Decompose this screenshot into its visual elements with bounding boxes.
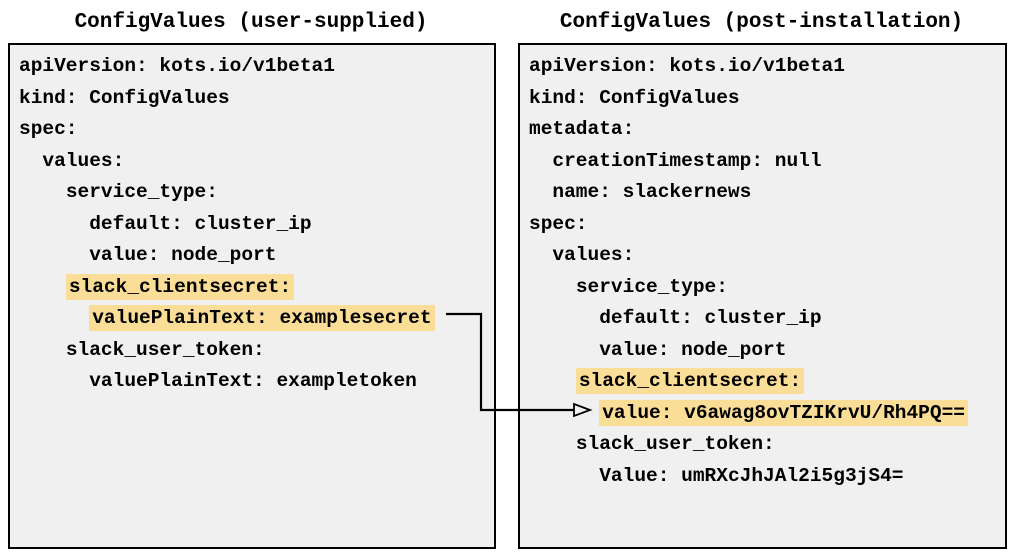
- code-text: name: slackernews: [552, 181, 752, 203]
- code-line: slack_clientsecret:: [19, 272, 494, 304]
- code-indent: [529, 433, 576, 455]
- code-line: slack_clientsecret:: [529, 366, 1005, 398]
- code-text: default: cluster_ip: [89, 212, 312, 235]
- code-text: kind: ConfigValues: [529, 86, 740, 109]
- code-indent: [19, 244, 89, 266]
- code-text: value: node_port: [599, 338, 787, 361]
- code-text: slack_user_token:: [65, 338, 265, 361]
- code-line: value: v6awag8ovTZIKrvU/Rh4PQ==: [529, 398, 1005, 430]
- code-text: slack_user_token:: [575, 433, 775, 455]
- code-line: valuePlainText: examplesecret: [19, 303, 494, 335]
- code-line: default: cluster_ip: [529, 303, 1005, 335]
- code-text-highlighted: slack_clientsecret:: [575, 368, 805, 394]
- code-indent: [19, 150, 42, 172]
- code-text-highlighted: slack_clientsecret:: [65, 273, 295, 300]
- code-indent: [19, 276, 66, 298]
- code-indent: [529, 276, 576, 298]
- code-line: values:: [529, 240, 1005, 272]
- code-line: kind: ConfigValues: [529, 83, 1005, 115]
- code-text: value: node_port: [89, 244, 277, 266]
- code-line: spec:: [19, 114, 494, 146]
- code-indent: [529, 307, 599, 329]
- left-panel-title: ConfigValues (user-supplied): [74, 11, 428, 34]
- code-indent: [529, 465, 599, 487]
- code-line: value: node_port: [529, 335, 1005, 367]
- code-indent: [19, 370, 89, 392]
- code-text: service_type:: [575, 275, 728, 298]
- code-indent: [19, 339, 66, 361]
- code-text: valuePlainText: exampletoken: [89, 370, 417, 392]
- code-line: value: node_port: [19, 240, 494, 272]
- code-text: default: cluster_ip: [599, 307, 822, 329]
- code-text: service_type:: [65, 181, 218, 203]
- code-indent: [529, 370, 576, 392]
- code-line: apiVersion: kots.io/v1beta1: [529, 51, 1005, 83]
- code-indent: [19, 307, 89, 329]
- code-line: name: slackernews: [529, 177, 1005, 209]
- code-indent: [529, 339, 599, 361]
- config-panel-post-installation: apiVersion: kots.io/v1beta1 kind: Config…: [518, 43, 1007, 549]
- code-text: Value: umRXcJhJAl2i5g3jS4=: [599, 464, 904, 487]
- code-text: kind: ConfigValues: [19, 86, 230, 109]
- code-line: slack_user_token:: [529, 429, 1005, 461]
- code-indent: [19, 213, 89, 235]
- code-line: metadata:: [529, 114, 1005, 146]
- code-text: metadata:: [529, 118, 635, 140]
- code-text: spec:: [529, 212, 588, 235]
- config-panel-user-supplied: apiVersion: kots.io/v1beta1 kind: Config…: [8, 43, 496, 549]
- code-line: service_type:: [19, 177, 494, 209]
- code-line: Value: umRXcJhJAl2i5g3jS4=: [529, 461, 1005, 493]
- code-text: apiVersion: kots.io/v1beta1: [19, 55, 335, 77]
- code-text: values:: [42, 149, 125, 172]
- code-indent: [529, 244, 552, 266]
- code-text: creationTimestamp: null: [552, 149, 822, 172]
- code-text: apiVersion: kots.io/v1beta1: [529, 55, 845, 77]
- code-line: default: cluster_ip: [19, 209, 494, 241]
- code-line: valuePlainText: exampletoken: [19, 366, 494, 398]
- code-text-highlighted: value: v6awag8ovTZIKrvU/Rh4PQ==: [599, 399, 968, 426]
- code-line: creationTimestamp: null: [529, 146, 1005, 178]
- code-indent: [529, 181, 552, 203]
- code-line: apiVersion: kots.io/v1beta1: [19, 51, 494, 83]
- code-line: kind: ConfigValues: [19, 83, 494, 115]
- code-line: slack_user_token:: [19, 335, 494, 367]
- code-indent: [529, 150, 552, 172]
- code-indent: [19, 181, 66, 203]
- code-line: values:: [19, 146, 494, 178]
- code-indent: [529, 402, 599, 424]
- right-panel-title: ConfigValues (post-installation): [559, 11, 964, 34]
- code-text: spec:: [19, 118, 78, 140]
- code-line: spec:: [529, 209, 1005, 241]
- code-line: service_type:: [529, 272, 1005, 304]
- code-text-highlighted: valuePlainText: examplesecret: [89, 305, 435, 331]
- code-text: values:: [552, 244, 635, 266]
